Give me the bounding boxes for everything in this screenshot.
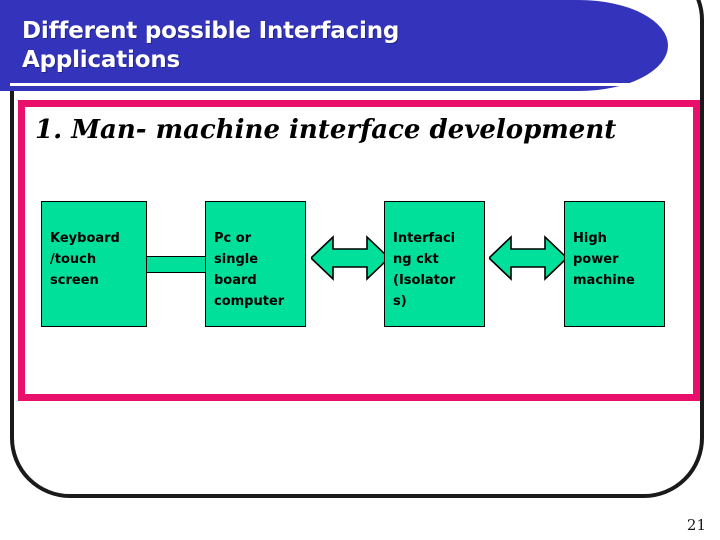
section-heading: 1. Man- machine interface development — [35, 115, 617, 145]
page-title: Different possible Interfacing Applicati… — [22, 18, 400, 73]
title-underline-rule — [10, 83, 636, 86]
diagram-box-pc[interactable]: Pc or single board computer — [205, 201, 306, 327]
double-arrow-icon — [489, 235, 567, 281]
diagram-box-high-power-machine[interactable]: High power machine — [564, 201, 665, 327]
title-banner — [0, 0, 668, 91]
diagram-arrow-interfacing-machine — [489, 233, 567, 283]
diagram-connector-keyboard-pc — [146, 256, 206, 273]
diagram-arrow-pc-interfacing — [311, 233, 389, 283]
slide-outer-frame — [10, 0, 704, 498]
page-number: 21 — [686, 516, 706, 534]
double-arrow-icon — [311, 235, 389, 281]
diagram-box-interfacing-ckt[interactable]: Interfaci ng ckt (Isolator s) — [384, 201, 485, 327]
content-panel: 1. Man- machine interface development Ke… — [18, 100, 700, 401]
diagram-box-keyboard[interactable]: Keyboard /touch screen — [41, 201, 147, 327]
block-diagram: Keyboard /touch screen Pc or single boar… — [25, 107, 707, 408]
